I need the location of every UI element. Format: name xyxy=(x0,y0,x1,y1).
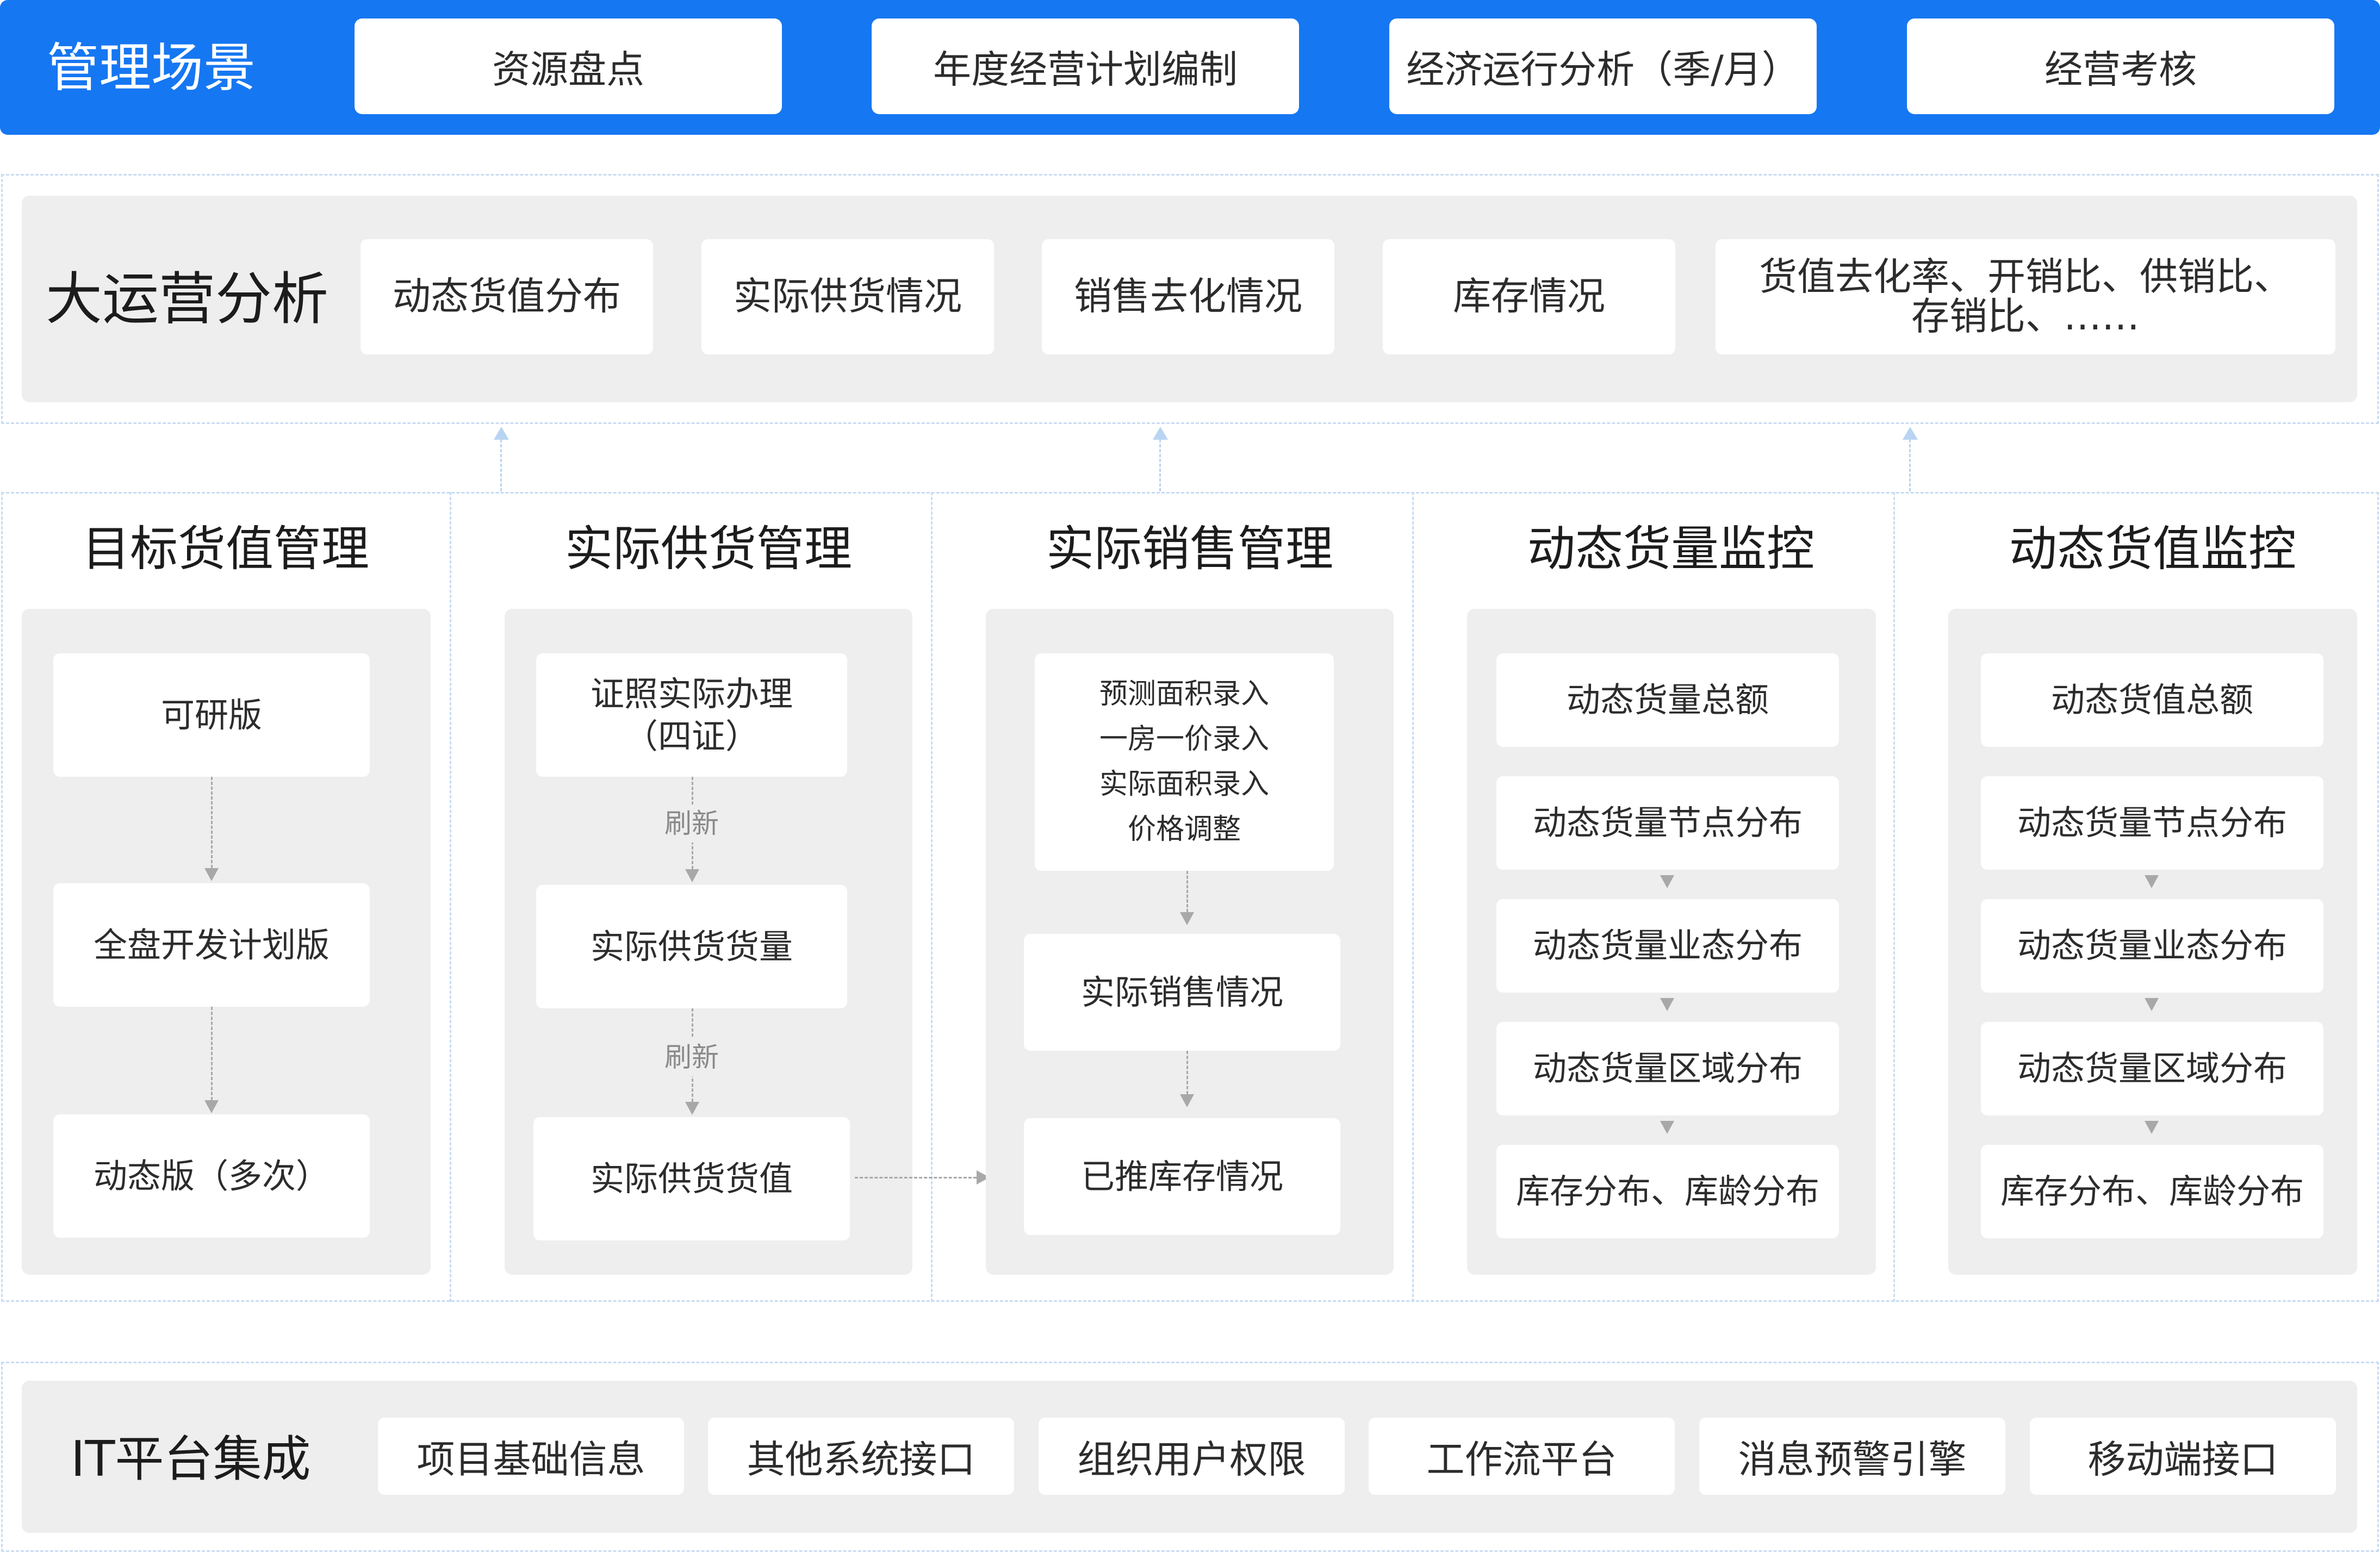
ops-item-ratios-line1: 货值去化率、开销比、供销比、 xyxy=(1759,254,2292,299)
arrow-head-c5-2 xyxy=(2145,998,2159,1011)
card-license-processing[interactable]: 证照实际办理 （四证） xyxy=(536,653,847,777)
card-actual-sales[interactable]: 实际销售情况 xyxy=(1024,934,1340,1051)
arrow-line-supply-to-sales xyxy=(855,1177,977,1178)
card-dynamic-version[interactable]: 动态版（多次） xyxy=(53,1114,370,1238)
up-arrow-line-3 xyxy=(1909,439,1911,491)
it-item-alert-engine[interactable]: 消息预警引擎 xyxy=(1699,1418,2005,1495)
it-item-mobile-interface[interactable]: 移动端接口 xyxy=(2030,1418,2336,1495)
mgmt-item-annual-plan[interactable]: 年度经营计划编制 xyxy=(872,18,1299,114)
it-item-project-info[interactable]: 项目基础信息 xyxy=(378,1418,684,1495)
ops-item-dynamic-value-distribution[interactable]: 动态货值分布 xyxy=(361,239,653,354)
refresh-label-2: 刷新 xyxy=(637,1038,746,1076)
arrow-head-c4-3 xyxy=(1660,1121,1674,1134)
card-sales-entry-1: 预测面积录入 xyxy=(1099,677,1269,710)
card-full-plan-version[interactable]: 全盘开发计划版 xyxy=(53,883,370,1007)
arrow-line-c3-1 xyxy=(1186,871,1188,912)
card-pushed-inventory[interactable]: 已推库存情况 xyxy=(1024,1118,1340,1235)
operations-analysis-frame xyxy=(1,174,2379,424)
arrow-head-c3-1 xyxy=(1180,912,1194,925)
up-arrow-line-2 xyxy=(1159,439,1161,491)
up-arrow-head-2 xyxy=(1153,427,1168,440)
card-actual-supply-volume[interactable]: 实际供货货量 xyxy=(536,885,847,1008)
ops-item-sales-destocking[interactable]: 销售去化情况 xyxy=(1042,239,1334,354)
up-arrow-head-3 xyxy=(1903,427,1918,440)
arrow-head-c4-2 xyxy=(1660,998,1674,1011)
card-value-total[interactable]: 动态货值总额 xyxy=(1981,653,2323,747)
card-value-format[interactable]: 动态货量业态分布 xyxy=(1981,899,2323,993)
column-separator-2 xyxy=(931,492,933,1302)
column-title-dynamic-value: 动态货值监控 xyxy=(2009,521,2296,577)
arrow-head-c3-2 xyxy=(1180,1094,1194,1107)
card-actual-supply-value[interactable]: 实际供货货值 xyxy=(533,1117,850,1240)
up-arrow-head-1 xyxy=(494,427,509,440)
arrow-head-c4-1 xyxy=(1660,875,1674,888)
arrow-line-c3-2 xyxy=(1186,1051,1188,1094)
card-sales-entry-4: 价格调整 xyxy=(1127,813,1241,846)
operations-analysis-title: 大运营分析 xyxy=(46,266,329,332)
ops-item-actual-supply[interactable]: 实际供货情况 xyxy=(701,239,994,354)
column-title-dynamic-volume: 动态货量监控 xyxy=(1527,521,1814,577)
it-platform-title: IT平台集成 xyxy=(71,1431,311,1488)
column-title-target-value: 目标货值管理 xyxy=(82,521,369,577)
card-value-region[interactable]: 动态货量区域分布 xyxy=(1981,1022,2323,1115)
card-volume-format[interactable]: 动态货量业态分布 xyxy=(1496,899,1839,993)
it-item-org-permissions[interactable]: 组织用户权限 xyxy=(1039,1418,1345,1495)
it-platform-frame xyxy=(1,1362,2379,1552)
ops-item-ratios[interactable]: 货值去化率、开销比、供销比、 存销比、…… xyxy=(1716,239,2335,354)
card-license-line2: （四证） xyxy=(624,716,759,756)
arrow-line-c1-1 xyxy=(211,777,213,868)
card-sales-entry-2: 一房一价录入 xyxy=(1099,722,1269,756)
column-separator-1 xyxy=(450,492,451,1302)
column-separator-3 xyxy=(1412,492,1414,1302)
card-feasibility-version[interactable]: 可研版 xyxy=(53,653,370,777)
ops-item-inventory[interactable]: 库存情况 xyxy=(1383,239,1675,354)
card-sales-entry-3: 实际面积录入 xyxy=(1099,768,1269,801)
mgmt-item-economic-analysis[interactable]: 经济运行分析（季/月） xyxy=(1389,18,1817,114)
arrow-head-c1-2 xyxy=(204,1100,219,1113)
card-license-line1: 证照实际办理 xyxy=(590,674,793,714)
card-volume-total[interactable]: 动态货量总额 xyxy=(1496,653,1839,747)
card-value-inventory[interactable]: 库存分布、库龄分布 xyxy=(1981,1145,2323,1238)
card-value-node[interactable]: 动态货量节点分布 xyxy=(1981,776,2323,870)
arrow-head-c5-1 xyxy=(2145,875,2159,888)
card-volume-inventory[interactable]: 库存分布、库龄分布 xyxy=(1496,1145,1839,1238)
mgmt-item-performance-review[interactable]: 经营考核 xyxy=(1907,18,2334,114)
management-columns-frame xyxy=(1,492,2379,1302)
column-separator-4 xyxy=(1893,492,1895,1302)
card-sales-entries[interactable]: 预测面积录入 一房一价录入 实际面积录入 价格调整 xyxy=(1035,653,1334,871)
mgmt-item-resource-inventory[interactable]: 资源盘点 xyxy=(355,18,782,114)
arrow-head-c5-3 xyxy=(2145,1121,2159,1134)
up-arrow-line-1 xyxy=(500,439,502,491)
ops-item-ratios-line2: 存销比、…… xyxy=(1911,294,2140,339)
card-volume-region[interactable]: 动态货量区域分布 xyxy=(1496,1022,1839,1115)
it-item-other-interfaces[interactable]: 其他系统接口 xyxy=(708,1418,1014,1495)
card-volume-node[interactable]: 动态货量节点分布 xyxy=(1496,776,1839,870)
arrow-head-c1-1 xyxy=(204,868,219,881)
arrow-line-c1-2 xyxy=(211,1007,213,1100)
arrow-head-c2-2 xyxy=(685,1102,699,1115)
management-scenario-title: 管理场景 xyxy=(47,38,256,98)
it-item-workflow[interactable]: 工作流平台 xyxy=(1369,1418,1675,1495)
column-title-actual-sales: 实际销售管理 xyxy=(1046,521,1333,577)
arrow-head-c2-1 xyxy=(685,869,699,882)
refresh-label-1: 刷新 xyxy=(637,804,746,843)
column-title-actual-supply: 实际供货管理 xyxy=(564,521,852,577)
